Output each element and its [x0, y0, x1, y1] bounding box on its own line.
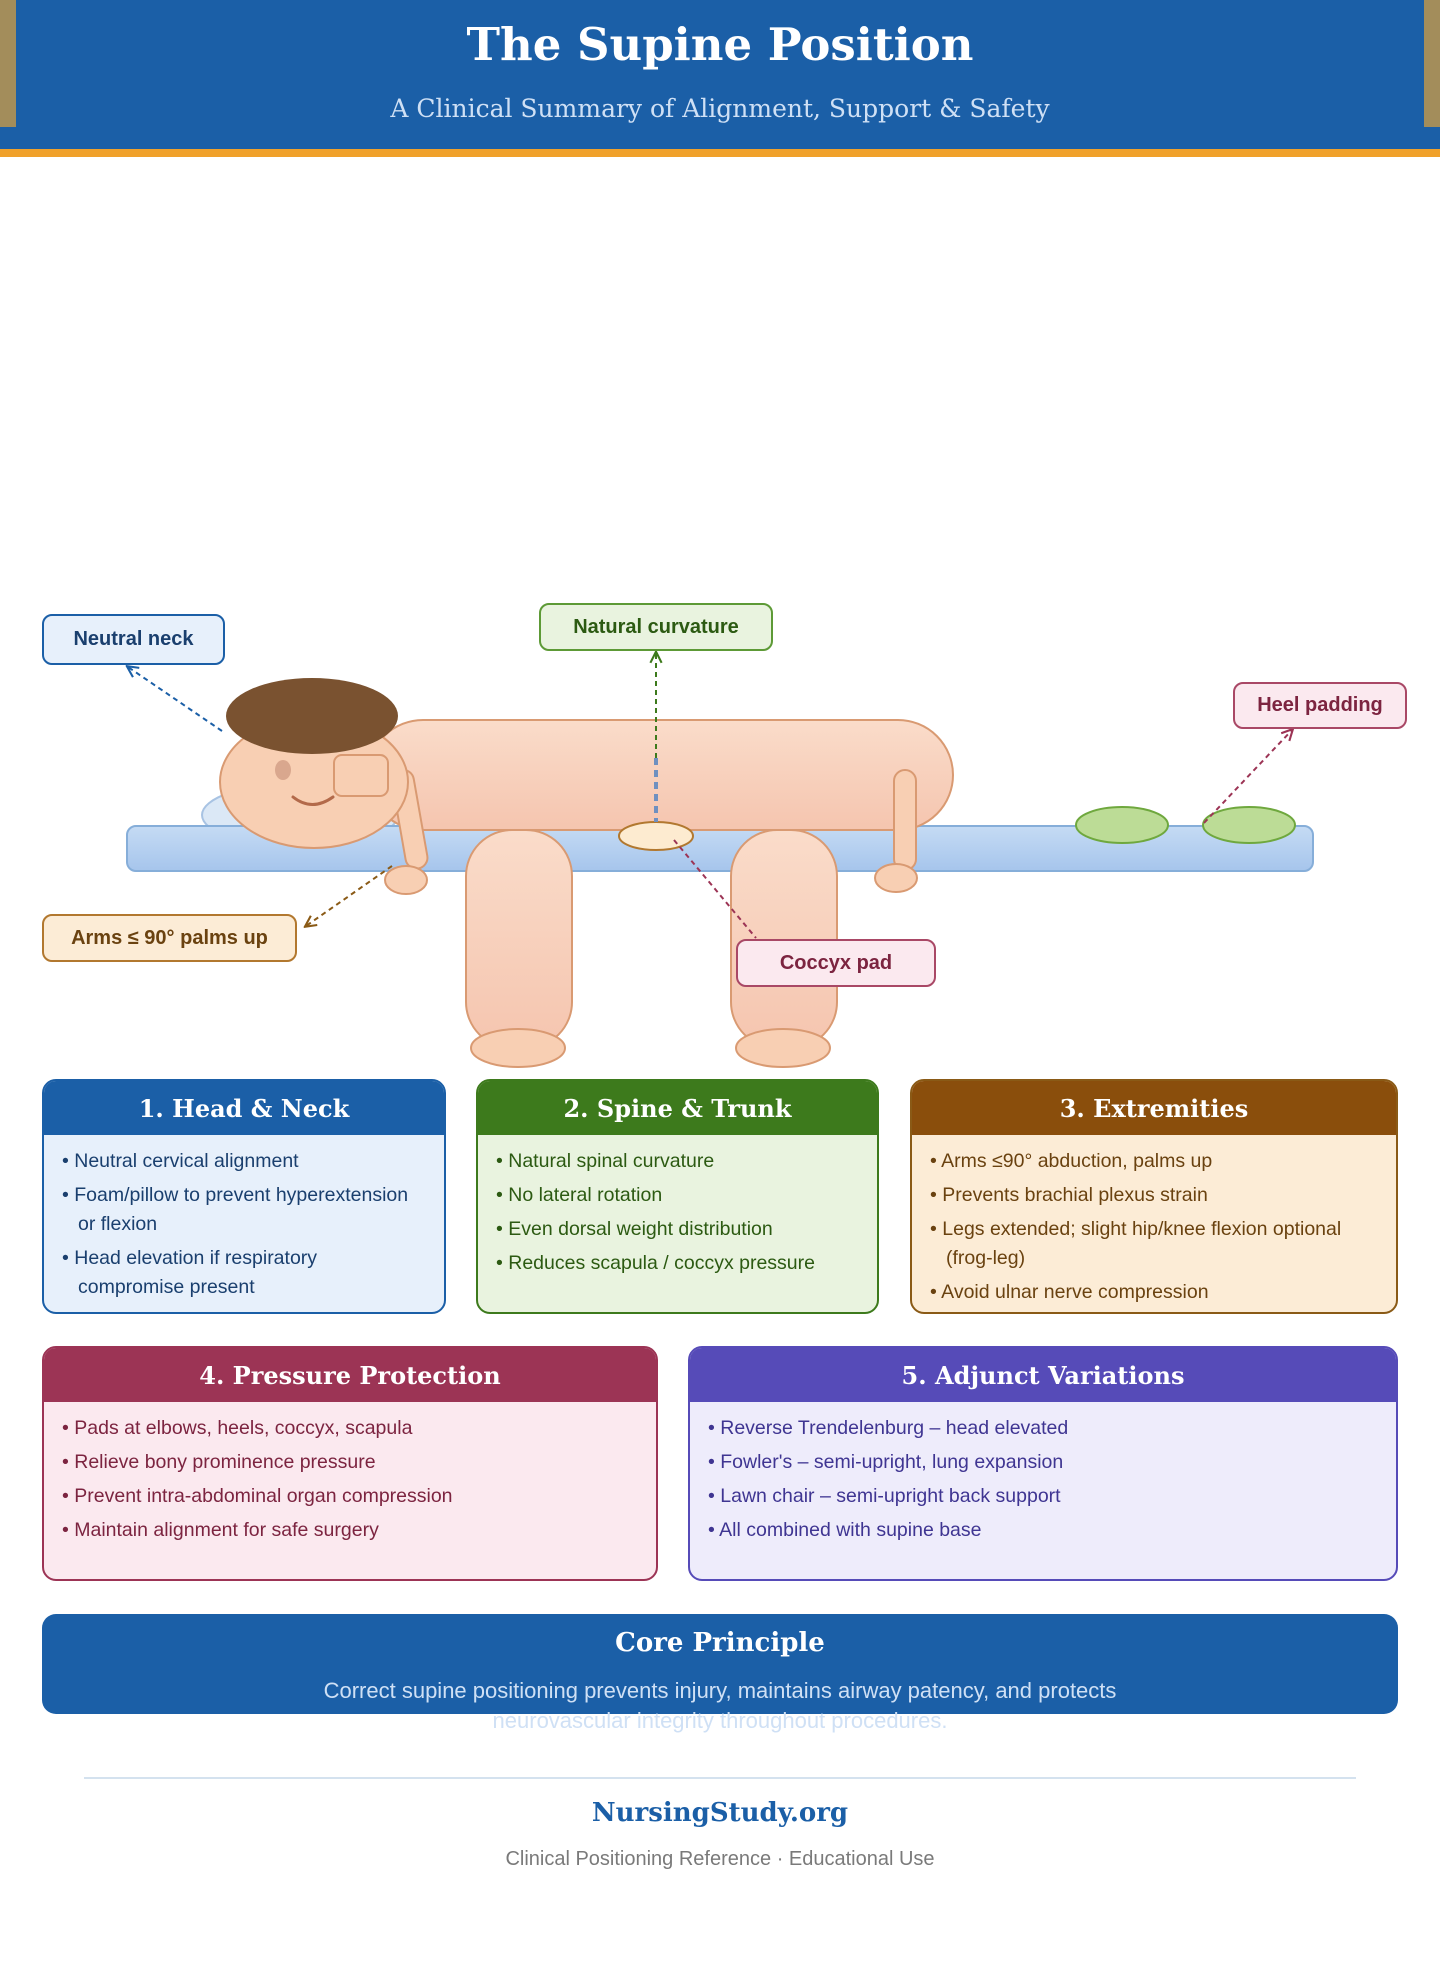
card-spine-trunk: 2. Spine & Trunk Natural spinal curvatur… — [476, 1079, 879, 1314]
list-item: Avoid ulnar nerve compression — [930, 1278, 1378, 1307]
list-item: Neutral cervical alignment — [62, 1147, 426, 1176]
list-item: Head elevation if respiratory compromise… — [62, 1244, 426, 1302]
heel-pad-left — [1075, 806, 1169, 844]
left-hand — [384, 865, 428, 895]
list-item: Reverse Trendelenburg – head elevated — [708, 1414, 1378, 1443]
right-foot — [735, 1028, 831, 1068]
list-item: Foam/pillow to prevent hyperextension or… — [62, 1181, 426, 1239]
core-principle-title: Core Principle — [615, 1628, 825, 1658]
list-item: Natural spinal curvature — [496, 1147, 859, 1176]
list-item: Reduces scapula / coccyx pressure — [496, 1249, 859, 1278]
card-spine-trunk-title: 2. Spine & Trunk — [478, 1081, 877, 1135]
heel-leader — [1203, 730, 1292, 824]
eye — [275, 760, 291, 780]
core-principle-text: Correct supine positioning prevents inju… — [0, 1676, 1440, 1736]
footer-brand: NursingStudy.org — [591, 1798, 849, 1828]
right-hand — [874, 863, 918, 893]
torso — [367, 719, 954, 831]
card-adjunct-variations-title: 5. Adjunct Variations — [690, 1348, 1396, 1402]
card-pressure-protection-title: 4. Pressure Protection — [44, 1348, 656, 1402]
list-item: Legs extended; slight hip/knee flexion o… — [930, 1215, 1378, 1273]
page-subtitle: A Clinical Summary of Alignment, Support… — [390, 94, 1050, 123]
card-pressure-protection: 4. Pressure Protection Pads at elbows, h… — [42, 1346, 658, 1581]
list-item: Relieve bony prominence pressure — [62, 1448, 638, 1477]
list-item: No lateral rotation — [496, 1181, 859, 1210]
list-item: Even dorsal weight distribution — [496, 1215, 859, 1244]
list-item: Pads at elbows, heels, coccyx, scapula — [62, 1414, 638, 1443]
card-adjunct-variations: 5. Adjunct Variations Reverse Trendelenb… — [688, 1346, 1398, 1581]
list-item: Maintain alignment for safe surgery — [62, 1516, 638, 1545]
ear — [333, 754, 389, 797]
neck-leader — [128, 667, 223, 732]
list-item: All combined with supine base — [708, 1516, 1378, 1545]
card-pressure-protection-list: Pads at elbows, heels, coccyx, scapula R… — [44, 1402, 656, 1545]
core-principle-banner: Core Principle — [42, 1614, 1398, 1714]
header-edge-left — [0, 0, 16, 127]
right-arm — [893, 769, 917, 871]
callout-neutral-neck: Neutral neck — [42, 614, 225, 665]
header-accent-stripe — [0, 149, 1440, 157]
card-head-neck: 1. Head & Neck Neutral cervical alignmen… — [42, 1079, 446, 1314]
card-head-neck-title: 1. Head & Neck — [44, 1081, 444, 1135]
list-item: Prevents brachial plexus strain — [930, 1181, 1378, 1210]
callout-coccyx-pad: Coccyx pad — [736, 939, 936, 987]
list-item: Fowler's – semi-upright, lung expansion — [708, 1448, 1378, 1477]
list-item: Prevent intra-abdominal organ compressio… — [62, 1482, 638, 1511]
hair — [226, 678, 398, 754]
page-title: The Supine Position — [466, 18, 974, 71]
list-item: Arms ≤90° abduction, palms up — [930, 1147, 1378, 1176]
arms-leader — [306, 865, 393, 926]
card-extremities-list: Arms ≤90° abduction, palms up Prevents b… — [912, 1135, 1396, 1307]
header-banner: The Supine Position A Clinical Summary o… — [0, 0, 1440, 157]
callout-natural-curvature: Natural curvature — [539, 603, 773, 651]
card-extremities: 3. Extremities Arms ≤90° abduction, palm… — [910, 1079, 1398, 1314]
left-foot — [470, 1028, 566, 1068]
footer-note: Clinical Positioning Reference · Educati… — [505, 1848, 935, 1870]
list-item: Lawn chair – semi-upright back support — [708, 1482, 1378, 1511]
core-principle-line-1: Correct supine positioning prevents inju… — [323, 1678, 1117, 1703]
card-spine-trunk-list: Natural spinal curvature No lateral rota… — [478, 1135, 877, 1278]
coccyx-pad — [618, 821, 694, 851]
card-adjunct-variations-list: Reverse Trendelenburg – head elevated Fo… — [690, 1402, 1396, 1545]
card-head-neck-list: Neutral cervical alignment Foam/pillow t… — [44, 1135, 444, 1302]
callout-arms: Arms ≤ 90° palms up — [42, 914, 297, 962]
core-principle-line-2: neurovascular integrity throughout proce… — [492, 1708, 948, 1733]
coccyx-leader — [673, 839, 757, 939]
footer-divider — [84, 1777, 1356, 1779]
callout-heel-padding: Heel padding — [1233, 682, 1407, 729]
left-leg — [465, 829, 573, 1049]
header-edge-right — [1424, 0, 1440, 127]
card-extremities-title: 3. Extremities — [912, 1081, 1396, 1135]
mouth — [291, 795, 335, 806]
heel-pad-right — [1202, 806, 1296, 844]
